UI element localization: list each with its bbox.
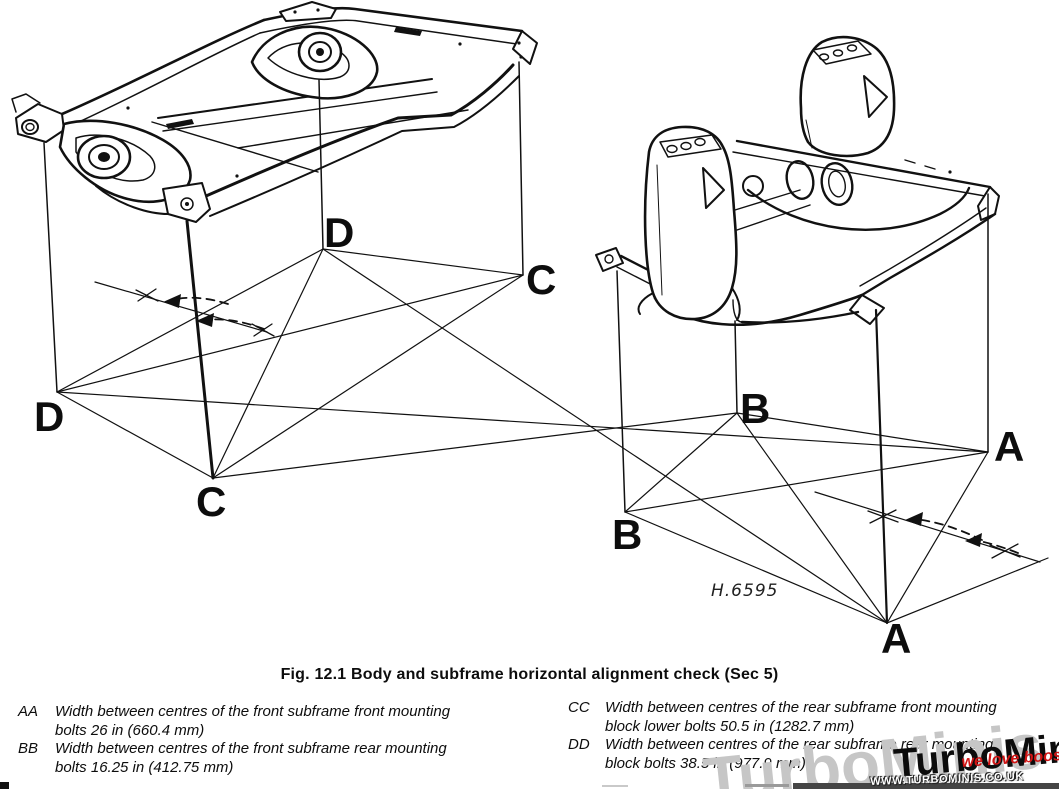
projection-lines-rear — [616, 193, 989, 625]
watermark-faint-dash — [602, 785, 628, 787]
legend-aa-line2: bolts 26 in (660.4 mm) — [55, 721, 205, 739]
rear-right-tower — [799, 35, 896, 158]
point-label-c-bottom: C — [196, 478, 226, 525]
front-subframe-drawing — [11, 1, 538, 223]
front-lower-rail — [204, 63, 520, 217]
trammel-arcs-rear — [814, 491, 1049, 624]
legend-bb-line1: Width between centres of the front subfr… — [55, 740, 447, 757]
cross-diagonal-lines — [56, 248, 989, 624]
rear-left-tower — [637, 125, 741, 321]
alignment-quad-front — [56, 248, 524, 479]
legend-cc-line1: Width between centres of the rear subfra… — [605, 699, 997, 716]
alignment-quad-rear — [624, 412, 989, 624]
rear-subframe-drawing — [595, 35, 1000, 326]
legend-dd-line2: block bolts 38.5 in (977.9 mm) — [605, 754, 806, 772]
point-label-b-left: B — [612, 511, 642, 558]
watermark-bottom-bar — [793, 783, 1059, 789]
legend-entry-bb: BB Width between centres of the front su… — [18, 740, 538, 777]
front-left-bushing-tower — [58, 106, 192, 215]
legend-key-aa: AA — [18, 703, 39, 720]
point-label-b-top: B — [740, 385, 770, 432]
figure-diagram-svg: D C D C B A B A H.6595 — [11, 1, 1049, 660]
legend-bb-line2: bolts 16.25 in (412.75 mm) — [55, 758, 234, 776]
projection-lines-front — [43, 61, 524, 480]
legend-key-bb: BB — [18, 740, 39, 757]
legend-entry-dd: DD Width between centres of the rear sub… — [568, 736, 1059, 773]
point-label-a-right: A — [994, 423, 1024, 470]
point-label-a-bottom: A — [881, 615, 911, 660]
point-label-c-right: C — [526, 256, 556, 303]
front-upper-bushing-tower — [250, 1, 379, 100]
drawing-ref: H.6595 — [711, 581, 778, 601]
point-label-d-top: D — [324, 209, 354, 256]
front-mount-plate — [162, 182, 211, 223]
watermark-bar-dash — [745, 784, 789, 787]
figure-caption: Fig. 12.1 Body and subframe horizontal a… — [280, 666, 779, 683]
legend-aa-line1: Width between centres of the front subfr… — [55, 703, 451, 720]
legend-key-dd: DD — [568, 736, 590, 753]
front-nose — [11, 93, 65, 143]
point-label-d-left: D — [34, 393, 64, 440]
legend-entry-aa: AA Width between centres of the front su… — [18, 703, 538, 740]
scan-corner-mark — [0, 782, 9, 789]
trammel-arcs-front — [94, 281, 275, 337]
legend-entry-cc: CC Width between centres of the rear sub… — [568, 699, 1059, 736]
legend-cc-line2: block lower bolts 50.5 in (1282.7 mm) — [605, 717, 855, 735]
legend-key-cc: CC — [568, 699, 590, 716]
point-labels: D C D C B A B A — [34, 209, 1024, 660]
legend-dd-line1: Width between centres of the rear subfra… — [605, 736, 994, 753]
